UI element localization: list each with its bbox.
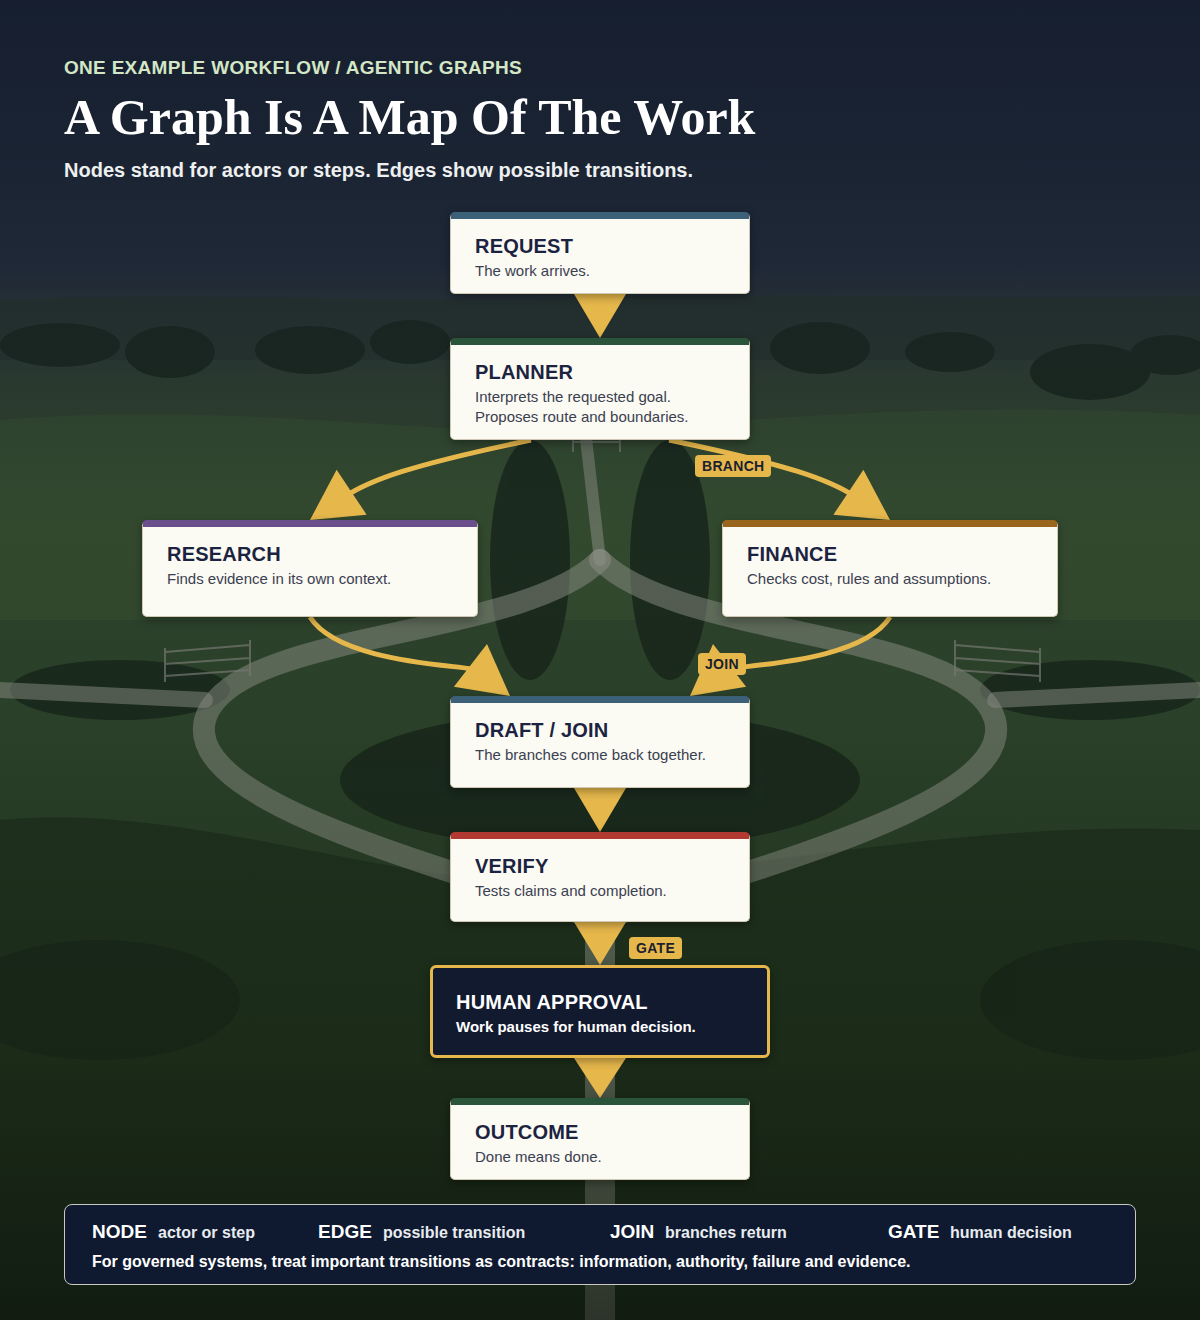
diagram-caption: Nodes stand for actors or steps. Edges s… [64,159,693,182]
legend-text: possible transition [383,1224,525,1242]
legend-key: GATE [888,1221,939,1243]
process-box: VERIFY Tests claims and completion. [450,832,750,922]
node-body: Tests claims and completion. [475,881,727,901]
diagram-title: A Graph Is A Map Of The Work [64,88,755,146]
node-body: Done means done. [475,1147,727,1167]
arrow-head [310,470,367,520]
node-heading: REQUEST [475,234,727,258]
legend-text: branches return [665,1224,787,1242]
edge-label: GATE [629,937,682,959]
node-body: The branches come back together. [475,745,727,765]
process-box: PLANNER Interprets the requested goal. Pr… [450,338,750,440]
arrow-head [574,294,626,338]
connector [310,617,510,696]
process-box: REQUEST The work arrives. [450,212,750,294]
arrow-head [454,644,510,696]
connector [574,294,626,338]
edge-label: BRANCH [695,455,771,477]
node-heading: PLANNER [475,360,727,384]
connector-line [310,617,477,670]
arrow-head [574,922,626,965]
kicker-label: ONE EXAMPLE WORKFLOW / AGENTIC GRAPHS [64,57,522,79]
node-body: Interprets the requested goal. Proposes … [475,387,727,427]
legend-text: actor or step [158,1224,255,1242]
connector [574,922,626,965]
legend-panel [64,1204,1136,1285]
node-heading: VERIFY [475,854,727,878]
arrow-head [574,1058,626,1098]
process-box: DRAFT / JOIN The branches come back toget… [450,696,750,788]
arrow-head [574,788,626,832]
node-heading: OUTCOME [475,1120,727,1144]
gate-box: HUMAN APPROVAL Work pauses for human deci… [430,965,770,1058]
legend-key: EDGE [318,1221,372,1243]
process-box: RESEARCH Finds evidence in its own contex… [142,520,478,617]
node-body: Work pauses for human decision. [456,1017,745,1037]
connector-line [723,617,890,670]
node-heading: DRAFT / JOIN [475,718,727,742]
edge-label: JOIN [698,653,746,675]
node-heading: RESEARCH [167,542,455,566]
node-body: Checks cost, rules and assumptions. [747,569,1035,589]
arrow-head [690,644,746,696]
connector [310,440,531,520]
node-heading: HUMAN APPROVAL [456,990,745,1014]
process-box: FINANCE Checks cost, rules and assumption… [722,520,1058,617]
connector [574,1058,626,1098]
legend-key: JOIN [610,1221,654,1243]
connector [669,440,890,520]
legend-key: NODE [92,1221,147,1243]
node-heading: FINANCE [747,542,1035,566]
process-box: OUTCOME Done means done. [450,1098,750,1180]
legend-text: human decision [950,1224,1072,1242]
connector [690,617,890,696]
connector-line [345,440,531,497]
node-body: Finds evidence in its own context. [167,569,455,589]
arrow-head [833,470,890,520]
legend-note: For governed systems, treat important tr… [92,1253,911,1271]
node-body: The work arrives. [475,261,727,281]
connector-line [669,440,855,497]
connector [574,788,626,832]
